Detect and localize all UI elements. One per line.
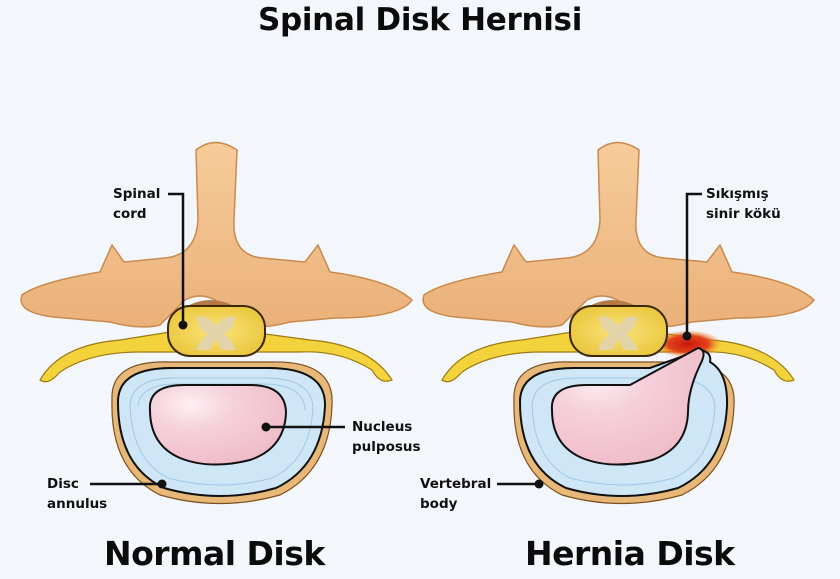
caption-hernia-disk: Hernia Disk xyxy=(525,534,735,573)
grey-matter xyxy=(196,316,236,350)
vertebral-body-marker xyxy=(534,479,544,489)
spinal-cord-marker xyxy=(178,320,188,330)
label-line: annulus xyxy=(47,496,108,512)
vertebral-arch xyxy=(20,141,413,328)
nucleus-marker xyxy=(261,422,271,432)
nerve-roots xyxy=(39,331,393,383)
label-nucleus-pulposus: Nucleus pulposus xyxy=(352,417,421,457)
label-line: Vertebral xyxy=(420,476,492,492)
herniated-nucleus xyxy=(550,346,705,466)
label-line: cord xyxy=(113,206,147,222)
nucleus-pulposus xyxy=(148,384,288,466)
label-compressed-nerve-root: Sıkışmış sinir kökü xyxy=(706,184,781,224)
vertebral-arch xyxy=(422,141,815,328)
normal-vertebra xyxy=(20,141,413,505)
nerve-root-marker xyxy=(682,331,692,341)
label-line: Nucleus xyxy=(352,419,413,435)
annulus-marker xyxy=(157,479,167,489)
label-line: body xyxy=(420,496,458,512)
label-line: Spinal xyxy=(113,186,161,202)
page-title: Spinal Disk Hernisi xyxy=(257,2,583,38)
label-line: Sıkışmış xyxy=(706,186,769,202)
label-disc-annulus: Disc annulus xyxy=(47,474,107,514)
label-line: Disc xyxy=(47,476,79,492)
hernia-vertebra xyxy=(422,141,815,505)
label-spinal-cord: Spinal cord xyxy=(113,184,160,224)
leader-lines-normal xyxy=(90,192,345,486)
label-vertebral-body: Vertebral body xyxy=(420,474,491,514)
label-line: sinir kökü xyxy=(706,206,781,222)
label-line: pulposus xyxy=(352,439,421,455)
leader-lines-hernia xyxy=(497,192,702,486)
caption-normal-disk: Normal Disk xyxy=(104,534,325,573)
